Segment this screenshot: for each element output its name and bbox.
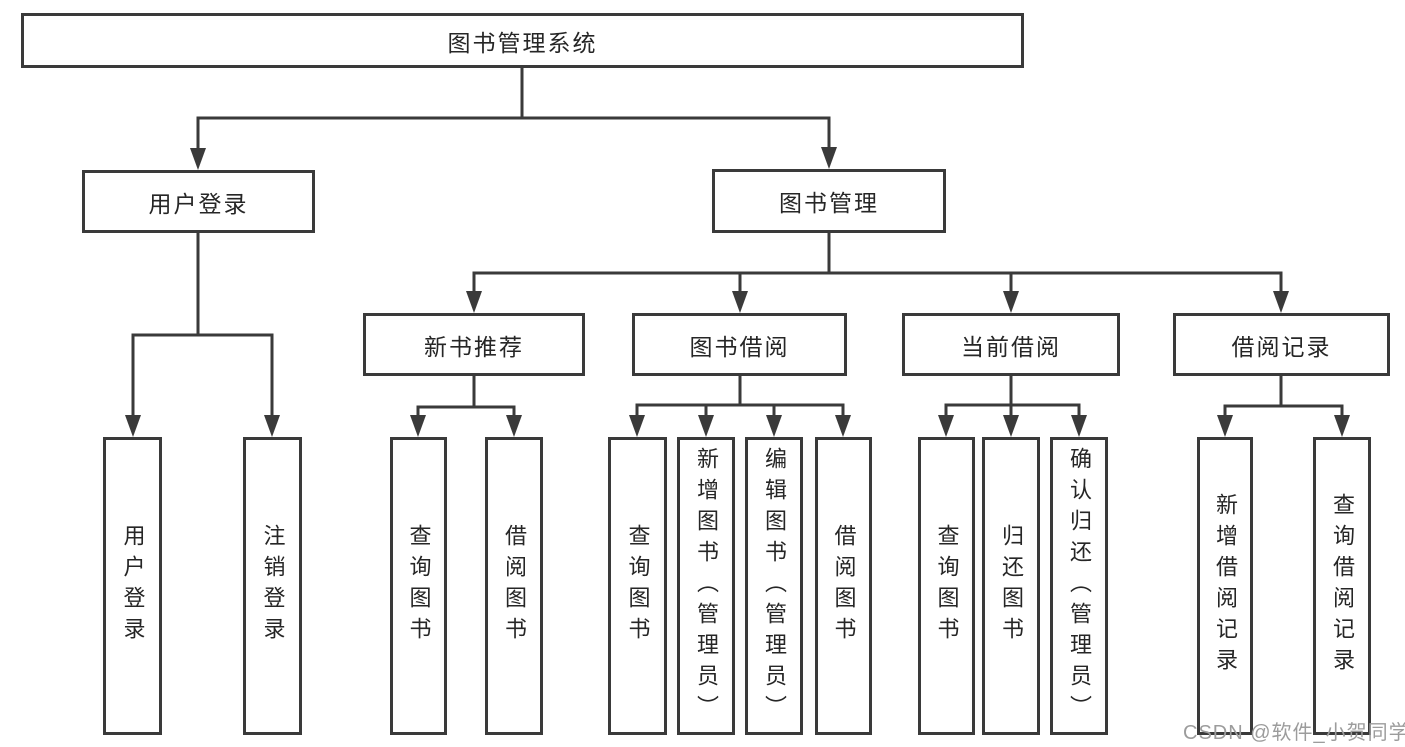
leaf-query-book-borrow: 查询图书 — [608, 437, 667, 735]
leaf-query-book-current: 查询图书 — [918, 437, 975, 735]
leaf-edit-book-admin: 编辑图书（管理员） — [745, 437, 803, 735]
leaf-query-book-current-label: 查询图书 — [934, 524, 960, 648]
leaf-query-book-borrow-label: 查询图书 — [625, 524, 651, 648]
leaf-add-book-admin: 新增图书（管理员） — [677, 437, 735, 735]
leaf-query-borrow-record-label: 查询借阅记录 — [1330, 493, 1355, 679]
node-user-login: 用户登录 — [82, 170, 315, 233]
leaf-borrow-book-recommend: 借阅图书 — [485, 437, 543, 735]
leaf-user-login: 用户登录 — [103, 437, 162, 735]
leaf-borrow-book-label: 借阅图书 — [831, 524, 857, 648]
leaf-logout-login-label: 注销登录 — [260, 524, 286, 648]
leaf-borrow-book: 借阅图书 — [815, 437, 872, 735]
node-current-borrow-label: 当前借阅 — [961, 333, 1061, 360]
leaf-confirm-return-admin-label: 确认归还（管理员） — [1067, 446, 1092, 726]
node-book-management-label: 图书管理 — [779, 190, 879, 216]
leaf-query-book-recommend-label: 查询图书 — [406, 524, 432, 648]
node-new-book-recommend: 新书推荐 — [363, 313, 585, 376]
node-root-label: 图书管理系统 — [447, 29, 598, 56]
leaf-query-book-recommend: 查询图书 — [390, 437, 447, 735]
leaf-edit-book-admin-label: 编辑图书（管理员） — [762, 446, 787, 726]
leaf-return-book-label: 归还图书 — [999, 524, 1024, 648]
node-book-borrow-label: 图书借阅 — [689, 333, 790, 360]
node-book-borrow: 图书借阅 — [632, 313, 847, 376]
node-root: 图书管理系统 — [21, 13, 1024, 68]
node-borrow-records: 借阅记录 — [1173, 313, 1390, 376]
leaf-borrow-book-recommend-label: 借阅图书 — [502, 524, 527, 648]
leaf-return-book: 归还图书 — [982, 437, 1040, 735]
leaf-add-book-admin-label: 新增图书（管理员） — [694, 446, 719, 726]
leaf-query-borrow-record: 查询借阅记录 — [1313, 437, 1371, 735]
leaf-add-borrow-record-label: 新增借阅记录 — [1213, 493, 1238, 679]
leaf-add-borrow-record: 新增借阅记录 — [1197, 437, 1253, 735]
node-user-login-label: 用户登录 — [148, 190, 249, 217]
leaf-user-login-label: 用户登录 — [120, 524, 146, 648]
watermark: CSDN @软件_小贺同学 — [1183, 722, 1405, 744]
node-borrow-records-label: 借阅记录 — [1231, 333, 1332, 360]
node-current-borrow: 当前借阅 — [902, 313, 1120, 376]
node-book-management: 图书管理 — [712, 169, 946, 233]
leaf-confirm-return-admin: 确认归还（管理员） — [1050, 437, 1108, 735]
leaf-logout-login: 注销登录 — [243, 437, 302, 735]
node-new-book-recommend-label: 新书推荐 — [424, 333, 524, 360]
